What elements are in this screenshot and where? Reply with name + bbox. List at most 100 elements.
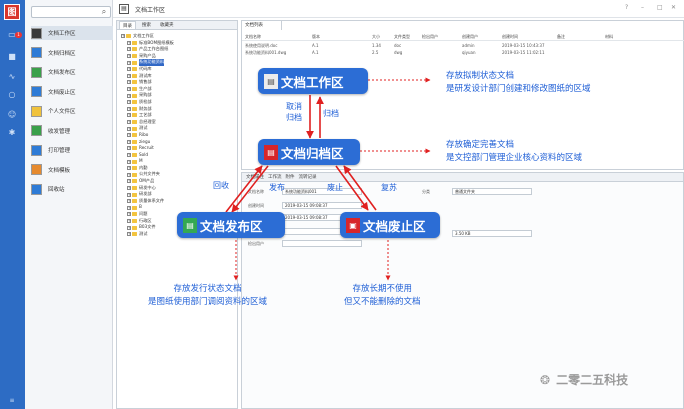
tree-node[interactable]: +Recruit <box>121 145 174 152</box>
expand-icon[interactable]: + <box>127 179 131 184</box>
column-header[interactable]: 备注 <box>557 34 565 39</box>
column-header[interactable]: 检出用户 <box>422 34 438 39</box>
tree-node[interactable]: +研发部 <box>121 191 174 198</box>
column-header[interactable]: 文档名称 <box>245 34 261 39</box>
tree-node[interactable]: +研发中心 <box>121 185 174 192</box>
tree-node[interactable]: +代码库 <box>121 66 174 73</box>
expand-icon[interactable]: + <box>127 73 131 78</box>
column-header[interactable]: 版本 <box>312 34 320 39</box>
tree-node[interactable]: +测试 <box>121 231 174 238</box>
expand-icon[interactable]: + <box>127 113 131 118</box>
tree-node[interactable]: +ziegu <box>121 139 174 146</box>
menu-item[interactable]: 文档归档区 <box>31 46 113 60</box>
expand-icon[interactable]: + <box>127 232 131 237</box>
chat-icon[interactable]: ▭ <box>8 30 16 39</box>
column-header[interactable]: 创建用户 <box>462 34 478 39</box>
help-icon[interactable]: ? <box>625 4 629 11</box>
expand-icon[interactable]: + <box>127 172 131 177</box>
tree-node[interactable]: +采购部 <box>121 92 174 99</box>
property-field[interactable] <box>282 240 362 247</box>
minimize-button[interactable]: – <box>641 4 644 11</box>
tree-node[interactable]: +文档工作区 <box>121 33 174 40</box>
expand-icon[interactable]: + <box>127 126 131 131</box>
property-field[interactable]: 2019-03-15 09:08:37 <box>282 202 362 209</box>
search-icon[interactable]: ⌕ <box>101 7 107 16</box>
expand-icon[interactable]: + <box>127 205 131 210</box>
expand-icon[interactable]: + <box>127 67 131 72</box>
user-icon[interactable]: ☺ <box>7 110 17 119</box>
expand-icon[interactable]: + <box>127 146 131 151</box>
property-field[interactable]: 系统功能资料001 <box>282 188 362 195</box>
column-header[interactable]: 大小 <box>372 34 380 39</box>
tree-node[interactable]: +产品工作台图纸 <box>121 46 174 53</box>
expand-icon[interactable]: + <box>127 87 131 92</box>
expand-icon[interactable]: + <box>127 60 131 65</box>
expand-icon[interactable]: + <box>127 100 131 105</box>
menu-item[interactable]: 个人文件区 <box>31 104 113 118</box>
tab-file-list[interactable]: 文档列表 <box>242 21 282 30</box>
tree-tab[interactable]: 收藏夹 <box>160 23 174 28</box>
tree-node[interactable]: +Sold <box>121 152 174 159</box>
expand-icon[interactable]: + <box>127 199 131 204</box>
maximize-button[interactable]: □ <box>657 4 663 11</box>
expand-icon[interactable]: + <box>121 34 125 39</box>
expand-icon[interactable]: + <box>127 47 131 52</box>
expand-icon[interactable]: + <box>127 133 131 138</box>
tree-node[interactable]: +Ribo <box>121 132 174 139</box>
tree-node[interactable]: +内勤 <box>121 165 174 172</box>
tree-node[interactable]: +采购产品 <box>121 53 174 60</box>
menu-item[interactable]: 打印管理 <box>31 143 113 157</box>
expand-icon[interactable]: + <box>127 120 131 125</box>
expand-icon[interactable]: + <box>127 218 131 223</box>
column-header[interactable]: 材料 <box>605 34 613 39</box>
expand-icon[interactable]: + <box>127 152 131 157</box>
menu-item[interactable]: 文档工作区 <box>31 26 113 40</box>
expand-icon[interactable]: + <box>127 139 131 144</box>
tree-node[interactable]: +测试库 <box>121 73 174 80</box>
expand-icon[interactable]: + <box>127 185 131 190</box>
tree-node[interactable]: +财务部 <box>121 106 174 113</box>
expand-icon[interactable]: + <box>127 225 131 230</box>
tree-node[interactable]: +OM产品 <box>121 178 174 185</box>
tree-node[interactable]: +工艺部 <box>121 112 174 119</box>
chart-icon[interactable]: ∿ <box>8 72 16 81</box>
tree-node[interactable]: +总经理室 <box>121 119 174 126</box>
menu-item[interactable]: 收发管理 <box>31 124 113 138</box>
properties-tab[interactable]: 附件 <box>285 175 295 180</box>
properties-tab[interactable]: 工作流 <box>268 175 282 180</box>
tree-node[interactable]: +生产部 <box>121 86 174 93</box>
menu-item[interactable]: 回收站 <box>31 182 113 196</box>
tree-node[interactable]: +标准BOM图纸模板 <box>121 40 174 47</box>
expand-icon[interactable]: + <box>127 80 131 85</box>
tree-node[interactable]: +公共文件夹 <box>121 171 174 178</box>
tree-node[interactable]: +系统功能资料 <box>121 59 174 66</box>
menu-item[interactable]: 文档废止区 <box>31 85 113 99</box>
tree-node[interactable]: +销售部 <box>121 79 174 86</box>
column-header[interactable]: 文件类型 <box>394 34 410 39</box>
expand-icon[interactable]: + <box>127 159 131 164</box>
tree-node[interactable]: +行政区 <box>121 218 174 225</box>
folder-icon[interactable]: ■ <box>8 52 16 61</box>
workflow-icon[interactable]: ○ <box>8 90 16 99</box>
properties-tab[interactable]: 文档属性 <box>246 175 264 180</box>
settings-icon[interactable]: ✱ <box>8 128 16 137</box>
tree-node[interactable]: +质检部 <box>121 99 174 106</box>
expand-icon[interactable]: + <box>127 93 131 98</box>
menu-item[interactable]: 文档模板 <box>31 163 113 177</box>
tree-node[interactable]: +M <box>121 158 174 165</box>
search-input[interactable]: ⌕ <box>31 6 111 18</box>
menu-item[interactable]: 文档发布区 <box>31 65 113 79</box>
menu-toggle-icon[interactable]: ≡ <box>9 397 15 404</box>
expand-icon[interactable]: + <box>127 192 131 197</box>
property-field[interactable]: 3.50 KB <box>452 230 532 237</box>
expand-icon[interactable]: + <box>127 54 131 59</box>
column-header[interactable]: 创建时间 <box>502 34 518 39</box>
property-field[interactable]: 普通文件夹 <box>452 188 532 195</box>
tree-tab[interactable]: 搜索 <box>142 23 151 28</box>
tree-node[interactable]: +质量体系文件 <box>121 198 174 205</box>
expand-icon[interactable]: + <box>127 166 131 171</box>
close-button[interactable]: ✕ <box>671 4 677 11</box>
expand-icon[interactable]: + <box>127 106 131 111</box>
tree-node[interactable]: +问题 <box>121 211 174 218</box>
